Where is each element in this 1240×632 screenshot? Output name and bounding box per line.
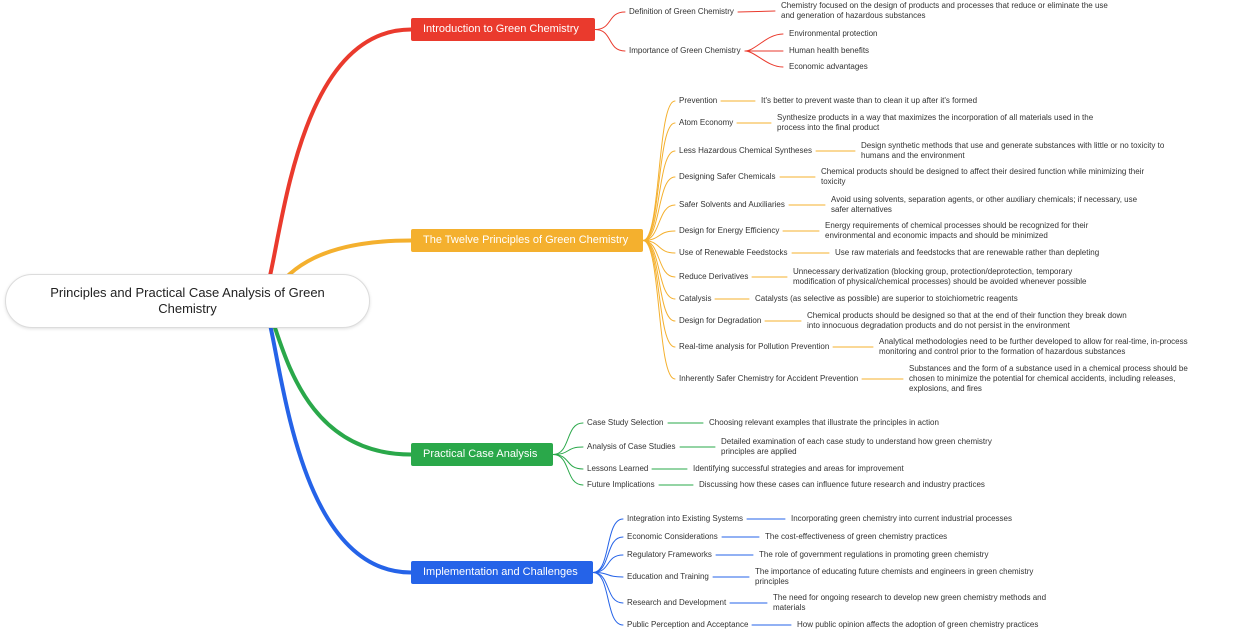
sub-connector [594, 29, 626, 52]
sub-connector [552, 454, 584, 470]
subtopic-future-implications[interactable]: Future Implications [587, 480, 655, 489]
root-topic[interactable]: Principles and Practical Case Analysis o… [5, 274, 370, 328]
subtopic-regulatory-frameworks[interactable]: Regulatory Frameworks [627, 550, 712, 559]
subtopic-less-hazardous-chemical-syntheses[interactable]: Less Hazardous Chemical Syntheses [679, 146, 812, 155]
subtopic-research-and-development[interactable]: Research and Development [627, 598, 727, 607]
leaf-connector [737, 10, 776, 13]
branch-introduction-to-green-chemistry[interactable]: Introduction to Green Chemistry [411, 18, 595, 41]
leaf-note: Incorporating green chemistry into curre… [791, 514, 1012, 523]
leaf-note: Human health benefits [789, 46, 870, 55]
leaf-note: Substances and the form of a substance u… [909, 364, 1188, 393]
leaf-note: Synthesize products in a way that maximi… [777, 113, 1094, 132]
branch-implementation-and-challenges[interactable]: Implementation and Challenges [411, 561, 593, 584]
sub-connector [594, 11, 626, 30]
subtopic-definition-of-green-chemistry[interactable]: Definition of Green Chemistry [629, 7, 734, 16]
leaf-note: Chemical products should be designed to … [821, 167, 1145, 186]
sub-connector [642, 240, 676, 348]
leaf-note: Catalysts (as selective as possible) are… [755, 294, 1018, 303]
leaf-connector [744, 33, 784, 52]
leaf-note: The need for ongoing research to develop… [773, 593, 1047, 612]
leaf-note: Choosing relevant examples that illustra… [709, 418, 939, 427]
sub-connector [592, 572, 624, 626]
leaf-note: It's better to prevent waste than to cle… [761, 96, 978, 105]
subtopic-use-of-renewable-feedstocks[interactable]: Use of Renewable Feedstocks [679, 248, 788, 257]
subtopic-importance-of-green-chemistry[interactable]: Importance of Green Chemistry [629, 46, 741, 55]
leaf-note: Energy requirements of chemical processe… [825, 221, 1089, 240]
sub-connector [642, 150, 676, 241]
leaf-note: Chemistry focused on the design of produ… [781, 1, 1108, 20]
sub-connector [552, 422, 584, 455]
branch-the-twelve-principles-of-green-chemistry[interactable]: The Twelve Principles of Green Chemistry [411, 229, 643, 252]
leaf-note: Avoid using solvents, separation agents,… [831, 195, 1138, 214]
subtopic-reduce-derivatives[interactable]: Reduce Derivatives [679, 272, 749, 281]
subtopic-atom-economy[interactable]: Atom Economy [679, 118, 734, 127]
subtopic-real-time-analysis-for-pollution-prevention[interactable]: Real-time analysis for Pollution Prevent… [679, 342, 830, 351]
subtopic-integration-into-existing-systems[interactable]: Integration into Existing Systems [627, 514, 744, 523]
subtopic-catalysis[interactable]: Catalysis [679, 294, 712, 303]
leaf-note: Economic advantages [789, 62, 868, 71]
subtopic-lessons-learned[interactable]: Lessons Learned [587, 464, 649, 473]
leaf-note: Identifying successful strategies and ar… [693, 464, 904, 473]
leaf-note: The importance of educating future chemi… [755, 567, 1034, 586]
subtopic-inherently-safer-chemistry-for-accident-prevention[interactable]: Inherently Safer Chemistry for Accident … [679, 374, 859, 383]
leaf-connector [744, 50, 784, 68]
leaf-note: Unnecessary derivatization (blocking gro… [793, 267, 1087, 286]
sub-connector [592, 554, 624, 573]
sub-connector [642, 240, 676, 380]
sub-connector [642, 204, 676, 241]
subtopic-design-for-energy-efficiency[interactable]: Design for Energy Efficiency [679, 226, 780, 235]
sub-connector [592, 536, 624, 573]
subtopic-economic-considerations[interactable]: Economic Considerations [627, 532, 718, 541]
subtopic-designing-safer-chemicals[interactable]: Designing Safer Chemicals [679, 172, 776, 181]
sub-connector [642, 176, 676, 241]
leaf-note: The role of government regulations in pr… [759, 550, 989, 559]
branch-practical-case-analysis[interactable]: Practical Case Analysis [411, 443, 553, 466]
subtopic-public-perception-and-acceptance[interactable]: Public Perception and Acceptance [627, 620, 749, 629]
leaf-note: Detailed examination of each case study … [721, 437, 992, 456]
leaf-note: Environmental protection [789, 29, 878, 38]
leaf-note: Use raw materials and feedstocks that ar… [835, 248, 1100, 257]
subtopic-education-and-training[interactable]: Education and Training [627, 572, 709, 581]
leaf-note: Design synthetic methods that use and ge… [861, 141, 1165, 160]
sub-connector [642, 100, 676, 241]
leaf-note: How public opinion affects the adoption … [797, 620, 1039, 629]
leaf-note: Discussing how these cases can influence… [699, 480, 985, 489]
subtopic-analysis-of-case-studies[interactable]: Analysis of Case Studies [587, 442, 676, 451]
subtopic-prevention[interactable]: Prevention [679, 96, 718, 105]
branch-connector [258, 27, 413, 302]
leaf-note: The cost-effectiveness of green chemistr… [765, 532, 948, 541]
sub-connector [642, 122, 676, 241]
subtopic-safer-solvents-and-auxiliaries[interactable]: Safer Solvents and Auxiliaries [679, 200, 785, 209]
subtopic-design-for-degradation[interactable]: Design for Degradation [679, 316, 762, 325]
leaf-note: Analytical methodologies need to be furt… [879, 337, 1188, 356]
leaf-note: Chemical products should be designed so … [807, 311, 1127, 330]
branch-connector [258, 298, 413, 575]
sub-connector [552, 454, 584, 486]
subtopic-case-study-selection[interactable]: Case Study Selection [587, 418, 664, 427]
